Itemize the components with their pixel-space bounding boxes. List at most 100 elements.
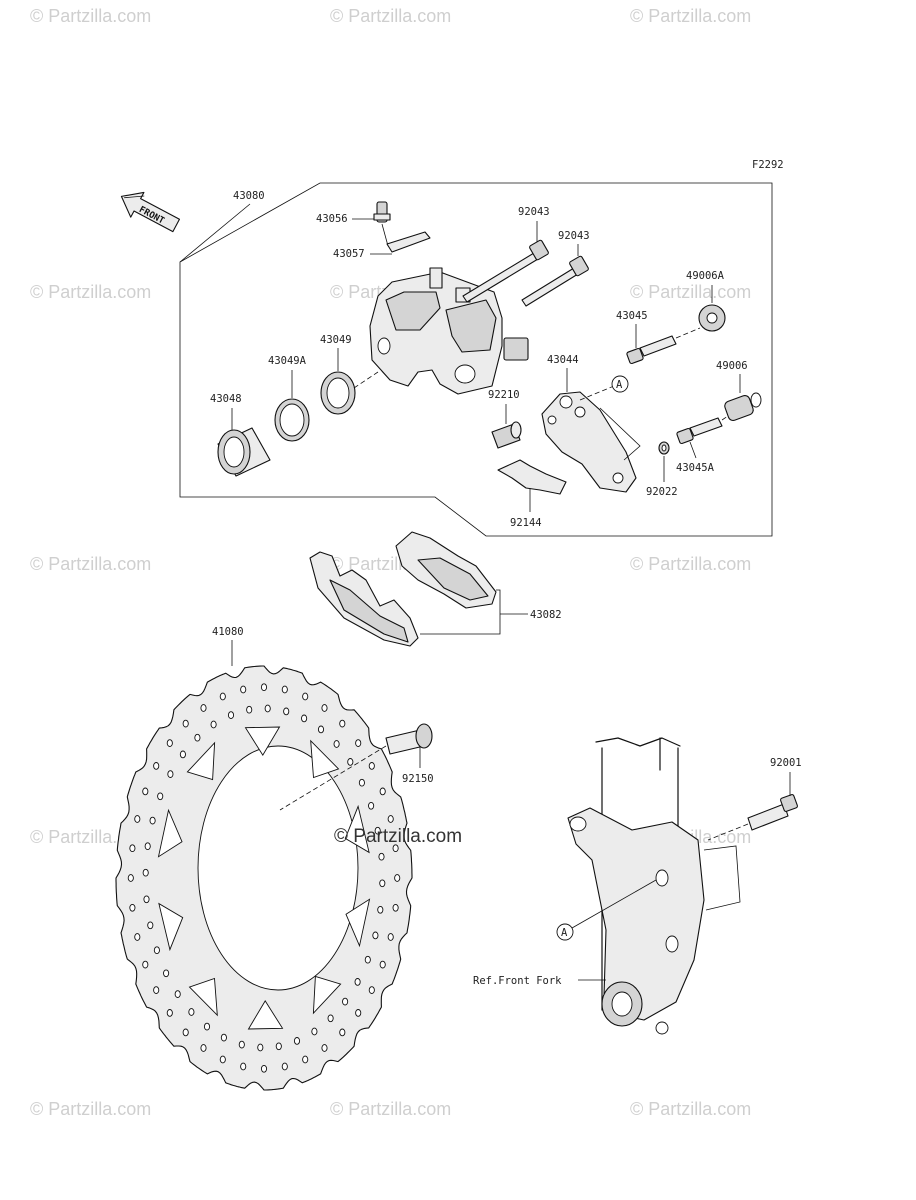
disc-vent-hole — [167, 770, 174, 778]
disc-vent-hole — [327, 1014, 334, 1023]
disc-vent-hole — [379, 960, 386, 969]
disc-vent-hole — [374, 826, 381, 835]
disc-vent-hole — [387, 815, 394, 823]
slide-pin-43045A — [676, 415, 729, 445]
disc-vent-hole — [281, 685, 288, 694]
disc-vent-hole — [153, 762, 160, 770]
disc-vent-hole — [355, 1009, 362, 1017]
disc-vent-hole — [227, 711, 235, 719]
disc-vent-hole — [283, 707, 290, 716]
dust-seal-43049A — [274, 398, 310, 442]
disc-vent-hole — [142, 787, 149, 796]
label-43045: 43045 — [616, 310, 648, 322]
watermark: © Partzilla.com — [30, 6, 151, 26]
disc-vent-hole — [134, 933, 141, 941]
disc-cutout — [186, 741, 216, 781]
caliper-assembly-outline — [179, 182, 773, 537]
disc-vent-hole — [339, 1028, 346, 1037]
leader-43080 — [179, 203, 251, 263]
disc-vent-hole — [166, 739, 173, 747]
disc-vent-hole — [129, 844, 136, 853]
disc-vent-hole — [377, 905, 384, 914]
disc-vent-hole — [364, 955, 371, 964]
label-49006A: 49006A — [686, 270, 725, 282]
guide-pin-92043-b — [521, 255, 589, 307]
disc-vent-hole — [127, 874, 134, 882]
callout-a-upper: A — [611, 375, 629, 393]
disc-vent-hole — [238, 1040, 245, 1049]
pads-bracket-line — [420, 589, 501, 635]
disc-vent-hole — [301, 714, 308, 723]
disc-vent-hole — [142, 868, 149, 877]
leader-43045A — [689, 441, 697, 459]
disc-vent-hole — [182, 1028, 189, 1037]
label-43045A: 43045A — [676, 462, 715, 474]
caliper-body — [369, 267, 529, 395]
disc-cutout — [157, 808, 183, 858]
disc-vent-hole — [264, 704, 271, 713]
disc-vent-hole — [166, 1009, 173, 1017]
label-43049A: 43049A — [268, 355, 307, 367]
disc-vent-hole — [200, 704, 207, 712]
slide-pin-43045 — [626, 327, 701, 365]
disc-vent-hole — [260, 1064, 268, 1073]
disc-vent-hole — [219, 1055, 226, 1064]
disc-vent-hole — [188, 1008, 195, 1016]
disc-vent-hole — [260, 683, 268, 692]
disc-vent-hole — [210, 720, 217, 729]
label-92043-a: 92043 — [518, 206, 550, 218]
disc-vent-hole — [333, 740, 340, 748]
disc-vent-hole — [147, 921, 154, 930]
disc-vent-hole — [392, 903, 399, 912]
disc-vent-hole — [317, 725, 325, 734]
disc-cutout — [247, 1000, 284, 1030]
piston-43048 — [217, 427, 271, 477]
disc-vent-hole — [387, 933, 394, 941]
front-fork — [567, 737, 705, 1035]
watermark: © Partzilla.com — [630, 554, 751, 574]
disc-vent-hole — [358, 778, 365, 787]
disc-vent-hole — [302, 1055, 309, 1064]
disc-vent-hole — [392, 844, 399, 853]
front-arrow-icon: FRONT — [120, 191, 181, 233]
disc-vent-hole — [311, 1027, 318, 1036]
label-92150: 92150 — [402, 773, 434, 785]
disc-vent-hole — [293, 1037, 301, 1045]
label-92001: 92001 — [770, 757, 802, 769]
label-92144: 92144 — [510, 517, 542, 529]
disc-vent-hole — [275, 1042, 282, 1051]
disc-vent-hole — [246, 705, 253, 714]
disc-vent-hole — [149, 816, 156, 825]
watermark: © Partzilla.com — [630, 282, 751, 302]
disc-vent-hole — [157, 792, 164, 801]
disc-vent-hole — [240, 685, 247, 694]
disc-vent-hole — [142, 960, 149, 969]
disc-vent-hole — [240, 1062, 247, 1071]
disc-bolt-92150 — [279, 723, 433, 811]
disc-vent-hole — [368, 986, 375, 994]
bracket-leader — [599, 407, 641, 461]
disc-cutout — [344, 804, 370, 854]
watermark: © Partzilla.com — [330, 1099, 451, 1119]
disc-cutout — [345, 898, 371, 948]
disc-vent-hole — [379, 787, 386, 796]
label-41080: 41080 — [212, 626, 244, 638]
caliper-bolt-92001 — [707, 794, 798, 841]
center-watermark: © Partzilla.com — [334, 826, 462, 847]
disc-vent-hole — [220, 1033, 227, 1042]
watermark: © Partzilla.com — [630, 6, 751, 26]
callout-a-label: A — [561, 927, 568, 939]
disc-vent-hole — [321, 704, 328, 712]
pad-spring-92144 — [497, 459, 567, 495]
disc-vent-hole — [153, 946, 160, 955]
disc-vent-hole — [153, 986, 160, 994]
disc-cutout — [158, 902, 184, 952]
cap-43057 — [386, 231, 431, 253]
label-43080: 43080 — [233, 190, 265, 202]
disc-vent-hole — [378, 852, 385, 861]
assembly-axis — [579, 385, 615, 401]
bracket-43044 — [541, 391, 637, 493]
disc-vent-hole — [379, 879, 386, 888]
watermark: © Partzilla.com — [30, 282, 151, 302]
